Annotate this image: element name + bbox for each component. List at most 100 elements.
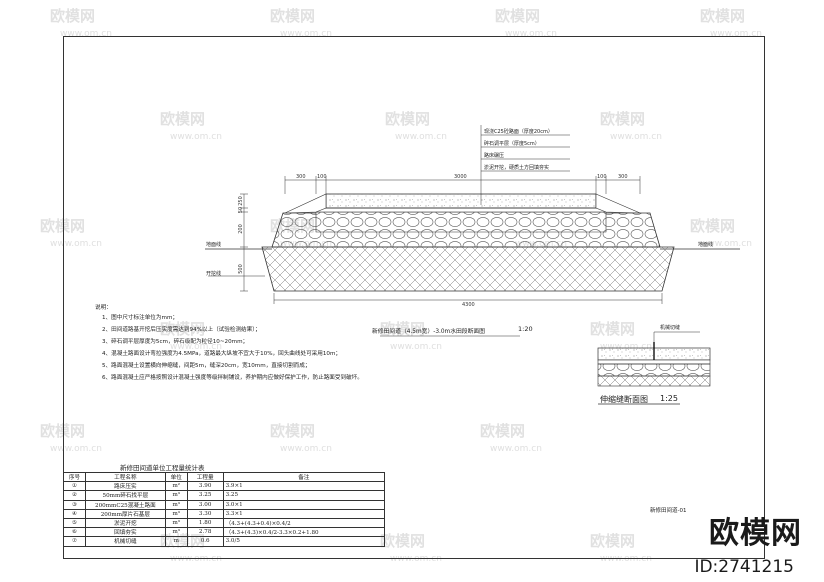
table-cell: 3.0/5 [222, 536, 386, 547]
watermark-url: www.om.cn [490, 444, 542, 454]
table-cell: 200mm厚片石基层 [84, 508, 166, 519]
table-cell: 3.90 [186, 481, 224, 492]
watermark-text: 欧模网 [160, 320, 206, 338]
table-cell: ⑦ [63, 536, 86, 547]
watermark-text: 欧模网 [50, 7, 96, 25]
table-cell: ① [63, 481, 86, 492]
watermark-text: 欧模网 [160, 110, 206, 128]
watermark-url: www.om.cn [600, 554, 652, 564]
table-cell: m³ [164, 499, 188, 510]
dim-top-1: 300 [296, 174, 306, 180]
table-cell: 3.0×1 [222, 499, 386, 510]
table-cell: m [164, 536, 188, 547]
table-cell: 3.25 [222, 490, 386, 501]
watermark-text: 欧模网 [40, 422, 86, 440]
table-cell: m³ [164, 508, 188, 519]
watermark-url: www.om.cn [600, 342, 652, 352]
watermark-text: 欧模网 [495, 7, 541, 25]
watermark-text: 欧模网 [590, 320, 636, 338]
watermark-text: 欧模网 [700, 7, 746, 25]
watermark-text: 欧模网 [590, 532, 636, 550]
backfill-zone [261, 246, 675, 292]
dim-left-2: 50 [238, 206, 245, 214]
table-cell: 3.9×1 [222, 481, 386, 492]
table-header-row: 序号 工程名称 单位 工程量 备注 [63, 471, 386, 483]
dim-top-5: 300 [618, 174, 628, 180]
ground-label-right: 地面线 [698, 242, 714, 248]
table-cell: m³ [164, 490, 188, 501]
layer-label-backfill: 淤泥开挖，硬质土方回填夯实 [484, 165, 550, 171]
table-cell: 3.25 [186, 490, 224, 501]
section-caption: 新修田间道（4.5m宽）-3.0m水田段断面图 [372, 329, 485, 335]
table-header: 序号 [63, 471, 86, 483]
dim-top-2: 100 [317, 174, 327, 180]
note-item: 2、田间道路基开挖后压实度需达到94%以上（试验检测结果）； [102, 327, 261, 333]
watermark-url: www.om.cn [50, 444, 102, 454]
watermark-url: www.om.cn [280, 29, 332, 39]
watermark-url: www.om.cn [170, 132, 222, 142]
note-item: 4、混凝土路面设计弯拉强度为4.5MPa，道路最大纵坡不宜大于10%，回头曲线处… [102, 351, 342, 357]
note-item: 1、图中尺寸标注单位为mm； [102, 315, 178, 321]
dim-top-4: 100 [597, 174, 607, 180]
watermark-text: 欧模网 [270, 422, 316, 440]
dim-left-4: 500 [237, 264, 244, 274]
section-scale: 1:20 [518, 325, 533, 333]
drawing-title: 新修田间道-01 [650, 508, 687, 514]
note-item: 5、路面混凝土设置横向伸缩缝，间距5m，缝深20cm，宽10mm，直接切割而成； [102, 363, 311, 369]
watermark-url: www.om.cn [710, 29, 762, 39]
watermark-url: www.om.cn [390, 554, 442, 564]
notes-title: 说明： [95, 305, 112, 311]
table-title: 新修田间道单位工程量统计表 [120, 464, 205, 472]
table-cell: 淤泥开挖 [84, 517, 166, 529]
table-header: 工程量 [186, 471, 224, 483]
shoulder-left [284, 193, 327, 214]
watermark-text: 欧模网 [270, 7, 316, 25]
table-cell: 0.6 [186, 536, 224, 547]
dim-left-3: 200 [237, 224, 244, 234]
dim-top-3: 3000 [454, 174, 467, 180]
watermark-text: 欧模网 [600, 110, 646, 128]
layer-label-concrete: 现浇C25砼路面（厚度20cm） [484, 129, 553, 135]
layer-label-gravel: 碎石调平层（厚度5cm） [484, 141, 540, 147]
watermark-url: www.om.cn [700, 239, 752, 249]
table-cell: 2.78 [186, 527, 224, 538]
concrete-slab [325, 193, 597, 209]
layer-label-subgrade: 路床碾压 [484, 153, 505, 159]
table-cell: m² [164, 481, 188, 492]
shoulder-right [595, 193, 641, 214]
note-item: 3、碎石调平层厚度为5cm，碎石级配为粒径10~20mm； [102, 339, 249, 345]
watermark-url: www.om.cn [395, 132, 447, 142]
table-cell: 3.3×1 [222, 508, 386, 519]
table-cell: （4.3+(4.3)×0.4/2-3.3×0.2+1.80 [222, 527, 386, 538]
table-cell: ④ [63, 508, 86, 519]
dim-left-1: 250 [237, 196, 244, 206]
table-cell: ⑥ [63, 527, 86, 538]
table-cell: m³ [164, 517, 188, 529]
watermark-text: 欧模网 [380, 320, 426, 338]
table-cell: （4.3+(4.3+0.4)×0.4/2 [222, 517, 386, 529]
watermark-text: 欧模网 [380, 532, 426, 550]
table-cell: ⑤ [63, 517, 86, 529]
watermark-url: www.om.cn [170, 554, 222, 564]
watermark-text: 欧模网 [480, 422, 526, 440]
gravel-layer [315, 207, 607, 213]
watermark-url: www.om.cn [505, 29, 557, 39]
watermark-text: 欧模网 [690, 217, 736, 235]
table-cell: 3.30 [186, 508, 224, 519]
watermark-url: www.om.cn [170, 342, 222, 352]
table-cell: ③ [63, 499, 86, 510]
table-cell: 200mmC25混凝土路面 [84, 499, 166, 510]
joint-scale: 1:25 [660, 394, 678, 403]
table-cell: 机械切缝 [84, 536, 166, 547]
table-header: 备注 [222, 471, 386, 483]
joint-caption: 伸缩缝断面图 [600, 395, 648, 404]
ground-label-left: 地面线 [206, 242, 222, 248]
